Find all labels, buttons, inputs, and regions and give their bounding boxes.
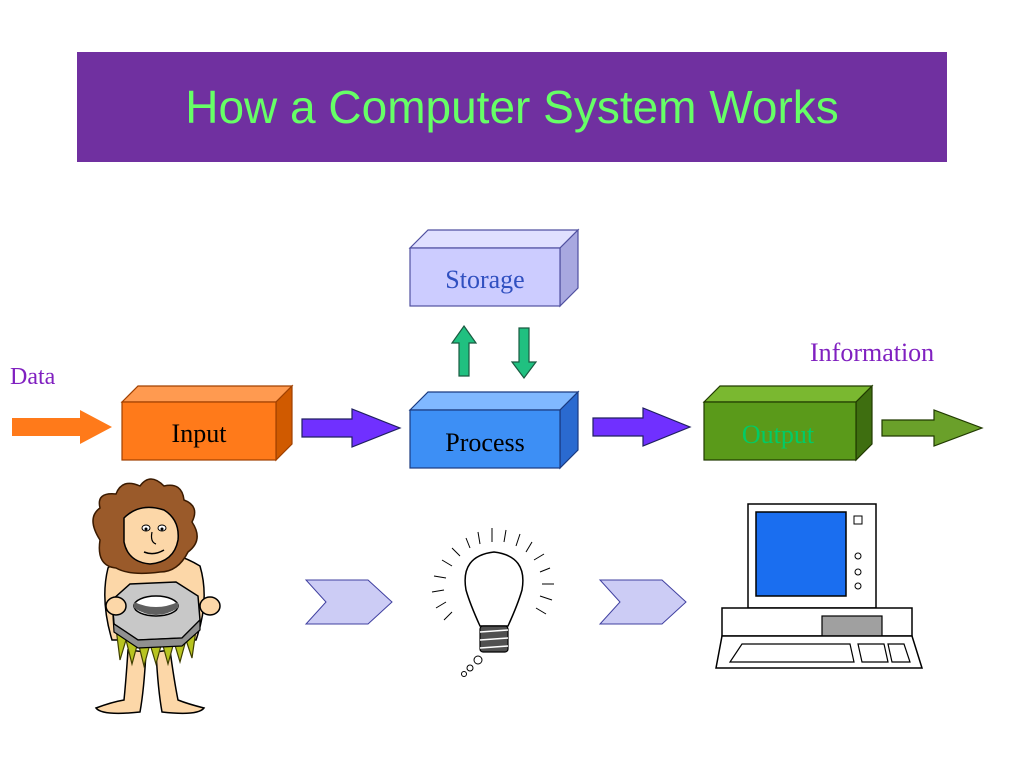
input-box: Input [120,384,294,462]
light-bulb-icon [431,528,554,677]
input-to-process-arrow [301,408,402,448]
storage-label: Storage [445,265,524,294]
page-title: How a Computer System Works [185,81,839,133]
process-to-output-arrow [592,407,692,447]
output-box: Output [702,384,874,462]
process-label: Process [445,428,524,457]
caveman-holding-gear-icon [92,478,221,715]
storage-box: Storage [408,228,580,308]
data-arrow [12,410,112,444]
chevron-arrow-2 [598,579,687,625]
storage-down-arrow [510,327,538,379]
storage-up-arrow [450,324,478,377]
title-banner: How a Computer System Works [77,52,947,162]
information-label: Information [810,338,934,367]
input-label: Input [172,419,228,448]
chevron-arrow-1 [304,579,393,625]
process-box: Process [408,390,580,470]
information-arrow [881,409,984,447]
output-label: Output [742,420,815,449]
data-label: Data [10,364,56,390]
computer-terminal-icon [715,503,924,669]
